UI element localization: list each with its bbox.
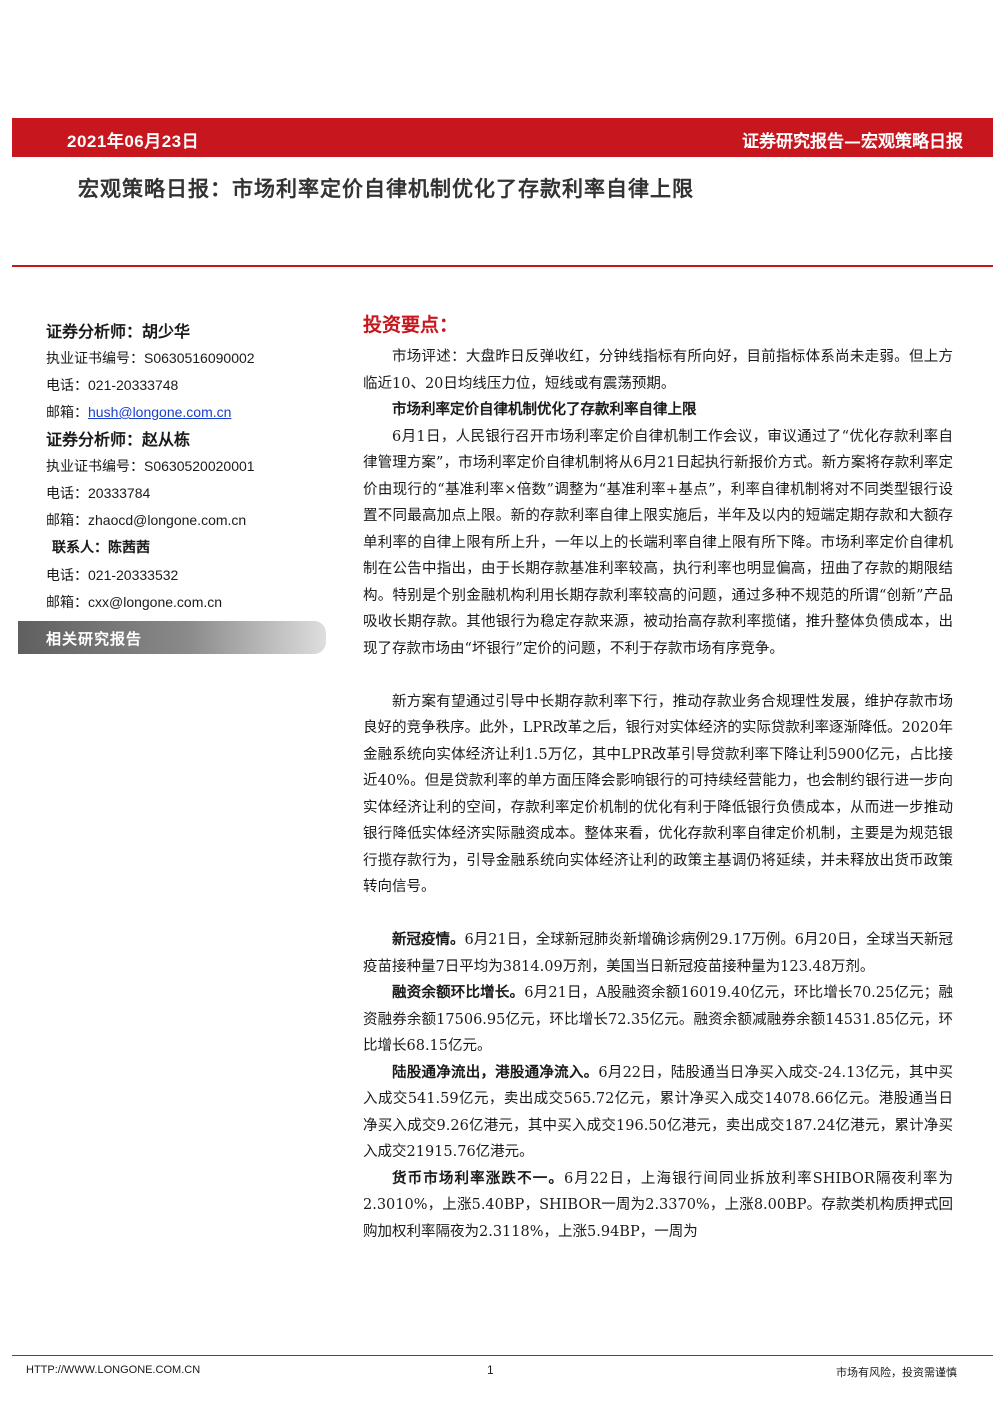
analyst-panel: 证券分析师：胡少华 执业证书编号：S0630516090002 电话：021-2… [46, 318, 336, 616]
analyst-1-cert: 执业证书编号：S0630516090002 [46, 345, 336, 372]
analyst-2-name: 证券分析师：赵从栋 [46, 430, 191, 449]
related-reports-banner: 相关研究报告 [18, 621, 326, 654]
page-title: 宏观策略日报：市场利率定价自律机制优化了存款利率自律上限 [78, 176, 694, 201]
phone-value: 021-20333532 [88, 567, 179, 583]
page-number: 1 [487, 1363, 494, 1377]
contact-email: 邮箱：cxx@longone.com.cn [46, 589, 336, 616]
analyst-1-phone: 电话：021-20333748 [46, 372, 336, 399]
key-points-heading: 投资要点： [363, 314, 459, 336]
contact-phone: 电话：021-20333532 [46, 562, 336, 589]
paragraph-spacer [363, 662, 953, 689]
connect-text: 6月22日，陆股通当日净买入成交-24.13亿元，其中买入成交541.59亿元，… [363, 1064, 954, 1161]
paragraph-spacer [363, 901, 953, 928]
section-subheading: 市场利率定价自律机制优化了存款利率自律上限 [392, 401, 697, 418]
analyst-2-phone: 电话：20333784 [46, 480, 336, 507]
cert-value: S0630520020001 [144, 458, 255, 474]
margin-text: 6月21日，A股融资余额16019.40亿元，环比增长70.25亿元；融资融券余… [363, 985, 954, 1054]
connect-label: 陆股通净流出，港股通净流入。 [392, 1063, 599, 1081]
market-review-paragraph: 市场评述：大盘昨日反弹收红，分钟线指标有所向好，目前指标体系尚未走弱。但上方临近… [363, 349, 953, 392]
connect-paragraph: 陆股通净流出，港股通净流入。6月22日，陆股通当日净买入成交-24.13亿元，其… [363, 1060, 953, 1166]
contact-name: 联系人：陈茜茜 [52, 540, 150, 556]
money-market-paragraph: 货币市场利率涨跌不一。6月22日，上海银行间同业拆放利率SHIBOR隔夜利率为2… [363, 1166, 953, 1246]
email-link[interactable]: hush@longone.com.cn [88, 404, 232, 420]
header-bar: 2021年06月23日 证券研究报告—宏观策略日报 [12, 118, 993, 157]
cert-label: 执业证书编号： [46, 459, 144, 475]
email-label: 邮箱： [46, 513, 88, 529]
analyst-1-name: 证券分析师：胡少华 [46, 322, 191, 341]
phone-label: 电话： [46, 486, 88, 502]
email-label: 邮箱： [46, 595, 88, 611]
margin-label: 融资余额环比增长。 [392, 984, 525, 1001]
report-type: 证券研究报告—宏观策略日报 [742, 132, 963, 152]
money-market-text: 6月22日，上海银行间同业拆放利率SHIBOR隔夜利率为2.3010%，上涨5.… [363, 1170, 954, 1240]
report-date: 2021年06月23日 [67, 132, 200, 151]
email-value: cxx@longone.com.cn [88, 594, 223, 610]
related-reports-label: 相关研究报告 [46, 630, 143, 648]
analyst-2-email: 邮箱：zhaocd@longone.com.cn [46, 507, 336, 534]
phone-label: 电话： [46, 378, 88, 394]
money-market-label: 货币市场利率涨跌不一。 [392, 1169, 564, 1187]
covid-label: 新冠疫情。 [392, 931, 465, 948]
margin-paragraph: 融资余额环比增长。6月21日，A股融资余额16019.40亿元，环比增长70.2… [363, 980, 953, 1060]
footer-url[interactable]: HTTP://WWW.LONGONE.COM.CN [26, 1364, 201, 1376]
body-paragraph-2: 新方案有望通过引导中长期存款利率下行，推动存款业务合规理性发展，维护存款市场良好… [363, 693, 953, 896]
email-label: 邮箱： [46, 405, 88, 421]
analyst-2-cert: 执业证书编号：S0630520020001 [46, 453, 336, 480]
cert-label: 执业证书编号： [46, 351, 144, 367]
main-content: 投资要点： 市场评述：大盘昨日反弹收红，分钟线指标有所向好，目前指标体系尚未走弱… [363, 310, 953, 1245]
body-paragraph-1: 6月1日，人民银行召开市场利率定价自律机制工作会议，审议通过了“优化存款利率自律… [363, 428, 953, 657]
phone-label: 电话： [46, 568, 88, 584]
cert-value: S0630516090002 [144, 350, 255, 366]
phone-value: 20333784 [88, 485, 151, 501]
footer-divider [12, 1355, 993, 1356]
covid-text: 6月21日，全球新冠肺炎新增确诊病例29.17万例。6月20日，全球当天新冠疫苗… [363, 932, 953, 975]
analyst-1-email: 邮箱：hush@longone.com.cn [46, 399, 336, 426]
title-divider [12, 265, 993, 267]
risk-disclaimer: 市场有风险，投资需谨慎 [836, 1366, 957, 1379]
covid-paragraph: 新冠疫情。6月21日，全球新冠肺炎新增确诊病例29.17万例。6月20日，全球当… [363, 927, 953, 980]
phone-value: 021-20333748 [88, 377, 179, 393]
email-value: zhaocd@longone.com.cn [88, 512, 247, 528]
